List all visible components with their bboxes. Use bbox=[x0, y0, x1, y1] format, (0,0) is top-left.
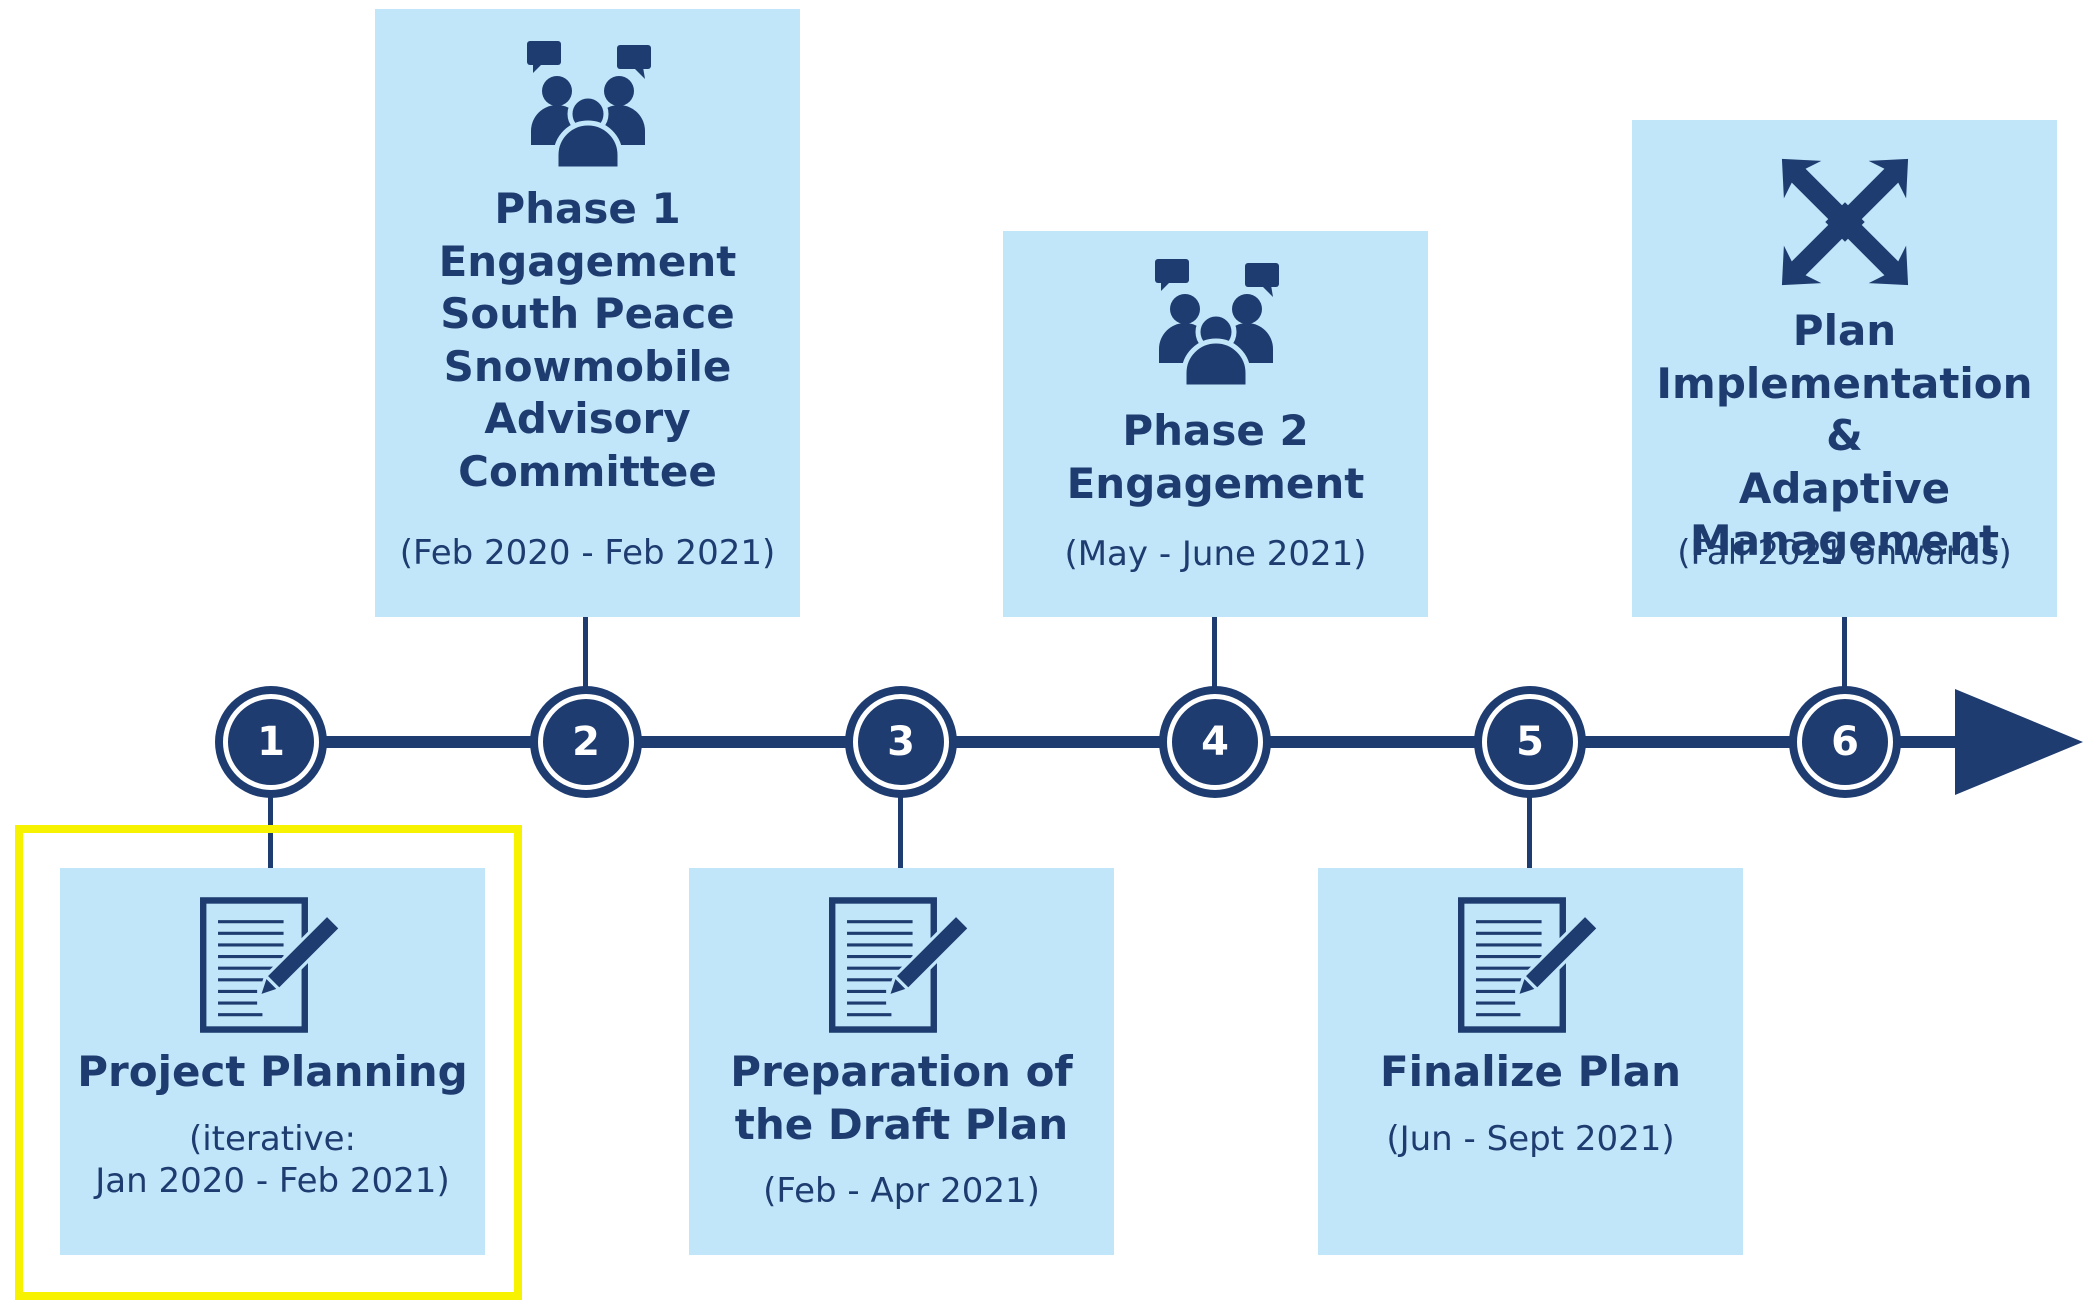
timeline-node-4: 4 bbox=[1159, 686, 1271, 798]
card-title: Finalize Plan bbox=[1379, 1047, 1682, 1096]
card-plan-implementation: Plan Implementation & Adaptive Managemen… bbox=[1632, 120, 2057, 617]
card-title: Phase 1 Engagement South Peace Snowmobil… bbox=[438, 184, 737, 496]
document-edit-icon bbox=[1318, 896, 1743, 1034]
timeline-node-3: 3 bbox=[845, 686, 957, 798]
expand-arrows-icon bbox=[1632, 153, 2057, 291]
card-subtitle: (Fall 2021 onwards) bbox=[1677, 533, 2012, 573]
node-number: 6 bbox=[1831, 719, 1859, 765]
card-title: Plan Implementation & Adaptive Managemen… bbox=[1656, 306, 2033, 565]
card-subtitle: (Feb 2020 - Feb 2021) bbox=[399, 533, 776, 573]
connector-4 bbox=[1212, 617, 1217, 695]
card-subtitle: (Jun - Sept 2021) bbox=[1386, 1119, 1675, 1159]
card-phase-1-engagement: Phase 1 Engagement South Peace Snowmobil… bbox=[375, 9, 800, 617]
timeline-node-2: 2 bbox=[530, 686, 642, 798]
card-draft-plan: Preparation of the Draft Plan (Feb - Apr… bbox=[689, 868, 1114, 1255]
connector-3 bbox=[898, 790, 903, 868]
card-phase-2-engagement: Phase 2 Engagement (May - June 2021) bbox=[1003, 231, 1428, 617]
node-number: 4 bbox=[1201, 719, 1229, 765]
people-discussion-icon bbox=[1003, 257, 1428, 387]
document-edit-icon bbox=[689, 896, 1114, 1034]
card-finalize-plan: Finalize Plan (Jun - Sept 2021) bbox=[1318, 868, 1743, 1255]
timeline-node-1: 1 bbox=[215, 686, 327, 798]
card-subtitle: (iterative: Jan 2020 - Feb 2021) bbox=[95, 1119, 450, 1201]
node-number: 5 bbox=[1516, 719, 1544, 765]
connector-6 bbox=[1842, 617, 1847, 695]
connector-5 bbox=[1527, 790, 1532, 868]
node-number: 3 bbox=[887, 719, 915, 765]
people-discussion-icon bbox=[375, 39, 800, 169]
timeline-arrow-icon bbox=[1955, 689, 2083, 795]
card-title: Phase 2 Engagement bbox=[1066, 406, 1365, 508]
card-subtitle: (May - June 2021) bbox=[1064, 534, 1367, 574]
timeline-node-5: 5 bbox=[1474, 686, 1586, 798]
card-subtitle: (Feb - Apr 2021) bbox=[763, 1171, 1040, 1211]
node-number: 2 bbox=[572, 719, 600, 765]
timeline-line bbox=[270, 736, 1970, 748]
selection-highlight bbox=[15, 825, 522, 1300]
card-title: Project Planning bbox=[77, 1047, 468, 1096]
timeline-node-6: 6 bbox=[1789, 686, 1901, 798]
card-title: Preparation of the Draft Plan bbox=[730, 1047, 1073, 1149]
connector-2 bbox=[583, 617, 588, 695]
node-number: 1 bbox=[257, 719, 285, 765]
card-project-planning: Project Planning (iterative: Jan 2020 - … bbox=[60, 868, 485, 1255]
